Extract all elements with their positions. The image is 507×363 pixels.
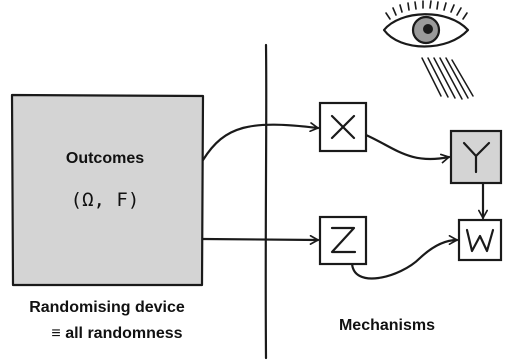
caption-randomising-device: Randomising device (29, 299, 185, 316)
edge-outcomes-to-z (201, 234, 320, 245)
eye-pupil (423, 24, 433, 34)
gaze-lines (421, 57, 474, 100)
node-z-label: Z (333, 224, 352, 257)
node-w-glyph (465, 228, 495, 253)
node-x-label: X (333, 111, 352, 144)
node-z-glyph (330, 226, 357, 254)
edge-z-to-w (350, 235, 459, 280)
node-w-label: W (466, 224, 494, 257)
node-y-glyph (462, 141, 491, 174)
node-x (318, 101, 368, 153)
node-x-glyph (330, 114, 356, 140)
outcomes-title: Outcomes (66, 150, 144, 167)
edge-x-to-y (364, 133, 451, 164)
node-y-label: Y (466, 141, 485, 174)
outcomes-notation: (Ω, F) (71, 189, 140, 211)
eyelashes (385, 0, 468, 20)
eye-icon (382, 0, 470, 48)
node-z (318, 215, 368, 266)
caption-all-randomness: ≡ all randomness (51, 325, 182, 342)
node-y (449, 129, 503, 185)
outcomes-box: Outcomes (Ω, F) (10, 93, 205, 287)
outcomes-rect (10, 93, 205, 287)
node-w (457, 218, 503, 262)
node-w-box (457, 218, 503, 262)
caption-mechanisms: Mechanisms (339, 317, 435, 334)
divider-line (264, 43, 268, 360)
eye-outline (382, 13, 470, 48)
edge-outcomes-to-x (201, 122, 320, 162)
